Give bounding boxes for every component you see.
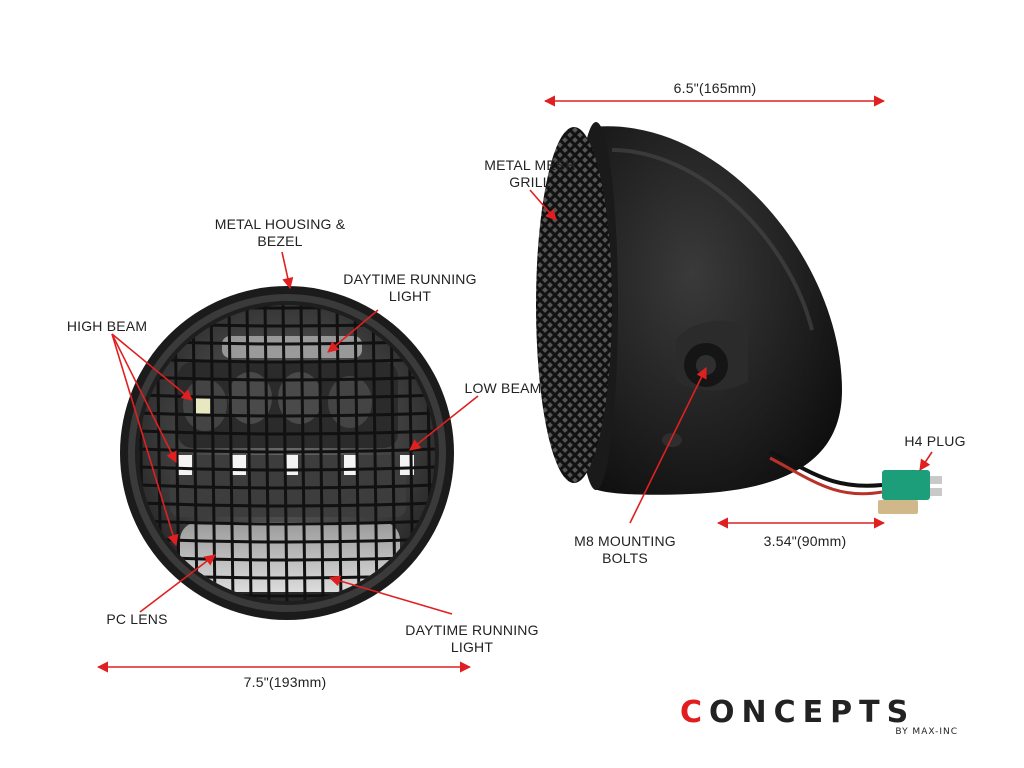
label-line: BEZEL: [257, 233, 303, 249]
h4-plug-body: [882, 470, 930, 500]
label-line: BOLTS: [602, 550, 648, 566]
mesh-wire-vertical: [139, 305, 145, 601]
label-high-beam: HIGH BEAM: [52, 318, 162, 335]
front-headlight: [120, 286, 454, 620]
mesh-wire-horizontal: [139, 447, 435, 454]
drl-bottom-arrow: [328, 575, 453, 615]
high-beam-arrow-2: [111, 333, 177, 464]
label-bolt-distance: 3.54"(90mm): [735, 533, 875, 550]
h4-arrow: [919, 451, 933, 471]
low-beam-arrow: [409, 395, 479, 451]
led-chip: [178, 455, 192, 475]
bolt-arrow: [629, 366, 707, 524]
label-line: PC LENS: [106, 611, 168, 627]
label-line: GRILL: [509, 174, 551, 190]
mesh-wire-vertical: [425, 305, 433, 601]
housing-arrow: [281, 251, 294, 290]
mounting-bolt: [696, 355, 716, 375]
label-width-front: 7.5"(193mm): [210, 674, 360, 691]
mesh-arrow: [529, 189, 557, 221]
mesh-wire-horizontal: [139, 393, 435, 400]
wire-red: [769, 456, 883, 496]
label-line: 7.5"(193mm): [243, 674, 327, 690]
high-beam-arrow-3: [111, 333, 179, 547]
label-line: LOW BEAM: [464, 380, 542, 396]
mesh-wire-vertical: [353, 305, 361, 601]
label-mounting-bolts: M8 MOUNTING BOLTS: [560, 533, 690, 567]
label-line: DAYTIME RUNNING: [343, 271, 477, 287]
callout-arrows: [96, 95, 933, 673]
mesh-wire-horizontal: [139, 483, 435, 490]
label-metal-mesh: METAL MESH GRILL: [470, 157, 590, 191]
h4-plug-pin: [930, 488, 942, 496]
mesh-wire-horizontal: [139, 429, 435, 436]
label-line: METAL HOUSING &: [214, 216, 346, 232]
mesh-wire-horizontal: [139, 519, 435, 526]
label-depth-side: 6.5"(165mm): [640, 80, 790, 97]
label-line: HIGH BEAM: [66, 318, 148, 334]
label-line: 3.54"(90mm): [763, 533, 847, 549]
brand-logo: CONCEPTS BY MAX-INC: [680, 698, 980, 738]
housing-shell: [593, 126, 842, 495]
label-line: M8 MOUNTING: [574, 533, 676, 549]
h4-plug-pin: [930, 476, 942, 484]
label-drl-top: DAYTIME RUNNING LIGHT: [330, 271, 490, 305]
led-chip: [196, 398, 210, 414]
high-beam-arrow-1: [111, 333, 193, 401]
brand-first-letter: C: [680, 695, 710, 730]
drl-lens-top: [222, 336, 362, 358]
label-line: LIGHT: [388, 288, 432, 304]
mesh-wire-vertical: [191, 305, 199, 601]
label-line: DAYTIME RUNNING: [405, 622, 539, 638]
label-line: METAL MESH: [484, 157, 576, 173]
label-pc-lens: PC LENS: [92, 611, 182, 628]
brand-rest: ONCEPTS: [709, 695, 916, 730]
label-h4-plug: H4 PLUG: [880, 433, 990, 450]
shell-highlight: [611, 148, 814, 331]
mesh-wire-horizontal: [139, 411, 435, 418]
wire-harness: [769, 450, 883, 488]
mesh-wire-horizontal: [139, 357, 435, 364]
brand-subtitle: BY MAX-INC: [895, 727, 958, 737]
label-metal-housing: METAL HOUSING & BEZEL: [200, 216, 360, 250]
pc-lens-arrow: [139, 554, 216, 613]
side-headlight: [536, 122, 942, 514]
led-projector-right: [328, 376, 372, 428]
label-line: H4 PLUG: [904, 433, 966, 449]
mesh-wire-vertical: [389, 305, 397, 601]
label-low-beam: LOW BEAM: [448, 380, 558, 397]
label-line: LIGHT: [450, 639, 494, 655]
mesh-wire-vertical: [209, 305, 217, 601]
drl-top-arrow: [327, 309, 379, 353]
label-line: 6.5"(165mm): [673, 80, 757, 96]
mesh-wire-horizontal: [139, 501, 435, 508]
led-chip: [232, 455, 246, 475]
mesh-wire-vertical: [371, 305, 379, 601]
adjust-screw: [662, 433, 682, 447]
mesh-wire-horizontal: [139, 465, 435, 472]
brand-wordmark: CONCEPTS: [680, 698, 980, 728]
h4-plug-terminals: [878, 500, 918, 514]
label-drl-bottom: DAYTIME RUNNING LIGHT: [392, 622, 552, 656]
mesh-wire-horizontal: [139, 375, 435, 382]
drl-lens-bottom: [180, 522, 400, 592]
